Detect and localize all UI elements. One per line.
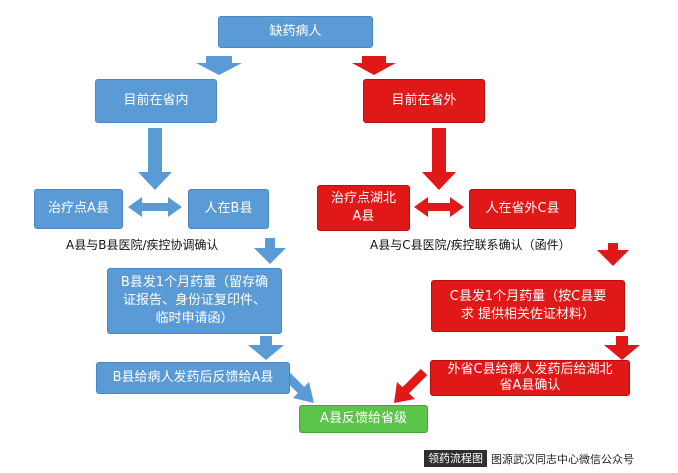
node-treatment-hubei-county-a: 治疗点湖北 A县: [317, 185, 410, 231]
caption-left-coordination: A县与B县医院/疾控协调确认: [66, 238, 219, 252]
caption-right-coordination: A县与C县医院/疾控联系确认（函件）: [370, 238, 571, 252]
node-label: 人在B县: [204, 201, 253, 216]
arrow-right-double: [414, 197, 464, 217]
node-in-province: 目前在省内: [95, 79, 217, 123]
node-county-c-feedback: 外省C县给病人发药后给湖北 省A县确认: [430, 360, 630, 396]
arrow-right-to-final: [394, 368, 428, 403]
node-out-of-province: 目前在省外: [363, 79, 485, 123]
node-county-c-issues-medication: C县发1个月药量（按C县要 求 提供相关佐证材料）: [431, 280, 625, 332]
node-label: 缺药病人: [269, 24, 322, 39]
node-label: 治疗点A县: [48, 201, 109, 216]
node-label: 目前在省外: [391, 93, 457, 108]
flowchart-badge: 领药流程图: [424, 450, 487, 467]
node-county-b-issues-medication: B县发1个月药量（留存确 证报告、身份证复印件、 临时申请函）: [107, 268, 282, 334]
node-person-in-county-c: 人在省外C县: [469, 189, 576, 229]
arrow-right-branch-down: [422, 128, 456, 190]
arrow-left-double: [128, 197, 182, 217]
arrow-left-branch-down: [138, 128, 172, 190]
arrow-right-to-issue: [597, 243, 629, 266]
node-county-b-feedback: B县给病人发药后反馈给A县: [96, 362, 290, 394]
node-label: 人在省外C县: [485, 201, 560, 216]
node-label: C县发1个月药量（按C县要 求 提供相关佐证材料）: [449, 289, 607, 322]
image-source-footer: 领药流程图 图源武汉同志中心微信公众号: [424, 450, 634, 467]
node-missing-medication-patient: 缺药病人: [218, 16, 373, 48]
node-label: A县反馈给省级: [320, 411, 407, 426]
source-credit: 图源武汉同志中心微信公众号: [491, 452, 634, 466]
node-label: 外省C县给病人发药后给湖北 省A县确认: [447, 362, 613, 393]
node-person-in-county-b: 人在B县: [188, 189, 269, 229]
node-treatment-county-a: 治疗点A县: [34, 189, 123, 229]
arrow-top-to-right: [352, 56, 396, 75]
arrow-top-to-left: [196, 56, 242, 75]
arrow-right-issue-down: [604, 336, 640, 360]
node-label: 治疗点湖北 A县: [330, 191, 396, 224]
node-report-to-province: A县反馈给省级: [299, 405, 428, 433]
node-label: B县给病人发药后反馈给A县: [112, 370, 274, 385]
node-label: B县发1个月药量（留存确 证报告、身份证复印件、 临时申请函）: [120, 275, 269, 326]
arrow-left-issue-down: [248, 336, 284, 360]
arrow-left-to-issue: [254, 238, 286, 264]
node-label: 目前在省内: [123, 93, 189, 108]
